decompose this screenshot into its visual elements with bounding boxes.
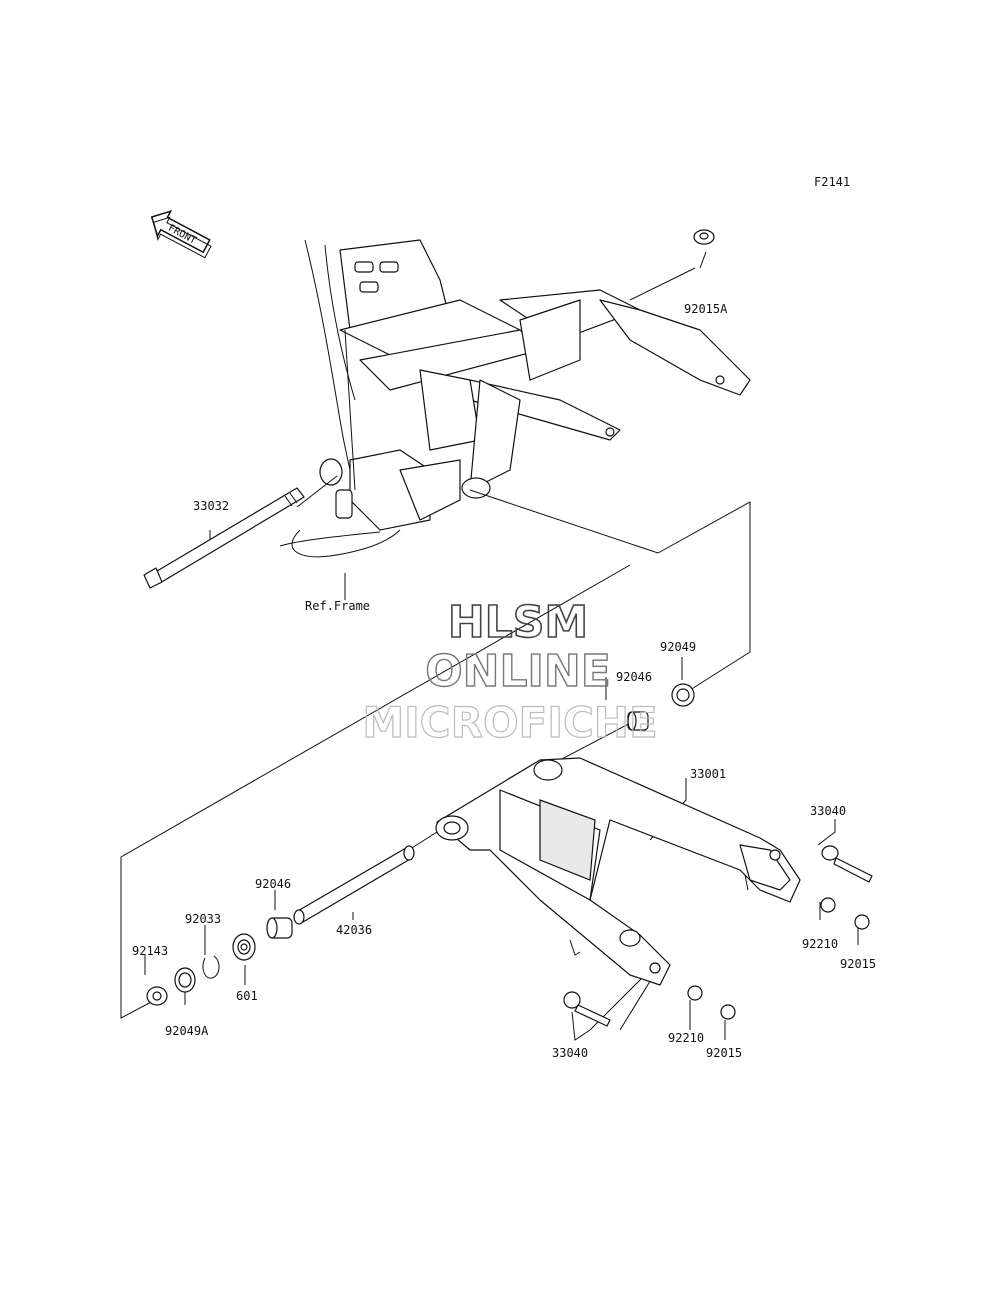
label-92049A: 92049A	[165, 1024, 209, 1038]
watermark-line2: ONLINE	[425, 646, 611, 697]
label-92015-right: 92015	[840, 957, 876, 971]
bearing-92046-upper	[627, 711, 649, 731]
adjuster-33040-right	[821, 845, 873, 883]
nut-92015-bottom	[720, 1004, 736, 1020]
label-42036: 42036	[336, 923, 372, 937]
ref-frame-label: Ref.Frame	[305, 599, 370, 613]
label-92046-lower: 92046	[255, 877, 291, 891]
label-33040-right: 33040	[810, 804, 846, 818]
label-33040-bottom: 33040	[552, 1046, 588, 1060]
label-601: 601	[236, 989, 258, 1003]
part-labels: 92015A 33032 Ref.Frame 92049 92046 33001…	[132, 302, 876, 1060]
seal-92049	[671, 683, 695, 707]
leader-lines	[120, 251, 859, 1041]
figure-code: F2141	[814, 175, 850, 189]
label-92143: 92143	[132, 944, 168, 958]
circlip-92033	[202, 955, 220, 979]
watermark: HLSM ONLINE MICROFICHE	[362, 596, 658, 747]
nut-92015A	[693, 229, 715, 245]
label-92015-bottom: 92015	[706, 1046, 742, 1060]
pivot-shaft-33032	[143, 487, 305, 589]
collar-42036	[293, 845, 415, 925]
label-33032: 33032	[193, 499, 229, 513]
label-92033: 92033	[185, 912, 221, 926]
watermark-line3: MICROFICHE	[362, 698, 657, 747]
label-92046-upper: 92046	[616, 670, 652, 684]
front-arrow-icon: FRONT	[150, 209, 212, 259]
label-92015A: 92015A	[684, 302, 728, 316]
adjuster-33040-bottom	[563, 991, 611, 1027]
seal-92049A	[174, 967, 196, 993]
nut-92015-right	[854, 914, 870, 930]
watermark-line1: HLSM	[448, 597, 588, 648]
nut-92210-right	[820, 897, 836, 913]
collar-92143	[146, 986, 168, 1006]
bearing-92046-lower	[266, 917, 293, 939]
label-33001: 33001	[690, 767, 726, 781]
bearing-601	[232, 933, 256, 961]
nut-92210-bottom	[687, 985, 703, 1001]
label-92210-bottom: 92210	[668, 1031, 704, 1045]
label-92210-right: 92210	[802, 937, 838, 951]
frame-illustration	[279, 239, 751, 558]
swingarm-33001	[435, 757, 801, 986]
label-92049: 92049	[660, 640, 696, 654]
